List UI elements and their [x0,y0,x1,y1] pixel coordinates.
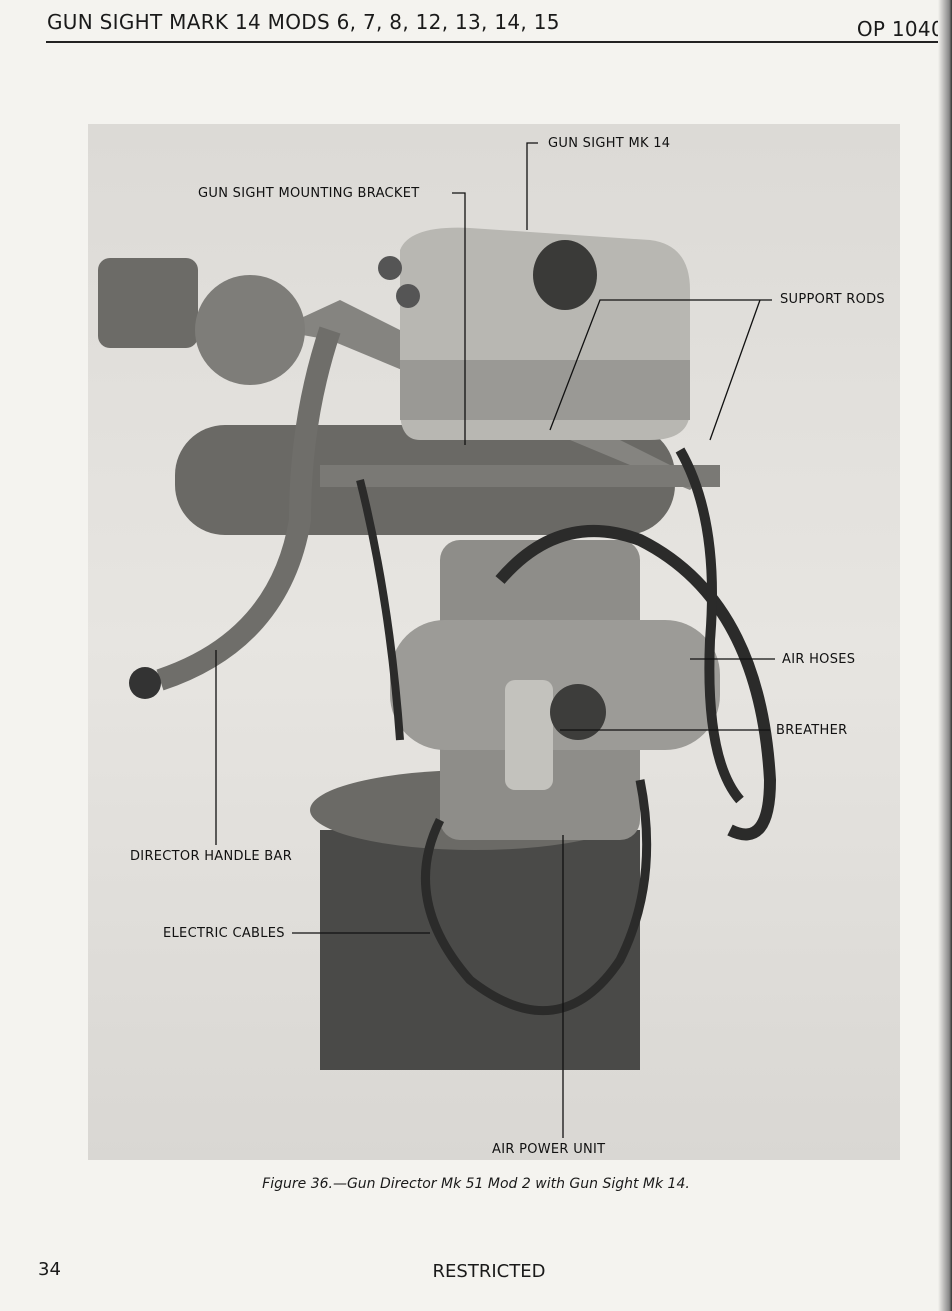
running-header-title: GUN SIGHT MARK 14 MODS 6, 7, 8, 12, 13, … [47,10,560,34]
label-support-rods: SUPPORT RODS [780,292,885,307]
label-mounting-bracket: GUN SIGHT MOUNTING BRACKET [198,186,420,201]
label-electric-cables: ELECTRIC CABLES [163,926,285,941]
lower-tube [390,620,720,750]
document-id: OP 1040 [856,17,944,41]
left-box [98,258,198,348]
figure-caption: Figure 36.—Gun Director Mk 51 Mod 2 with… [262,1176,690,1192]
pedestal [320,830,640,1070]
page-edge-shadow [938,0,952,1311]
breather-body [505,680,553,790]
header-rule [46,41,952,43]
air-hose [495,525,777,841]
handle-bar [156,326,341,691]
label-gun-sight: GUN SIGHT MK 14 [548,136,671,151]
classification-footer: RESTRICTED [432,1261,546,1282]
label-air-hoses: AIR HOSES [782,652,856,667]
label-air-power-unit: AIR POWER UNIT [492,1142,606,1157]
support-bar [320,465,720,487]
sight-window [533,240,597,310]
label-handle-bar: DIRECTOR HANDLE BAR [130,849,293,864]
page-number: 34 [38,1259,61,1280]
label-breather: BREATHER [776,723,848,738]
electric-cable [420,779,652,1015]
